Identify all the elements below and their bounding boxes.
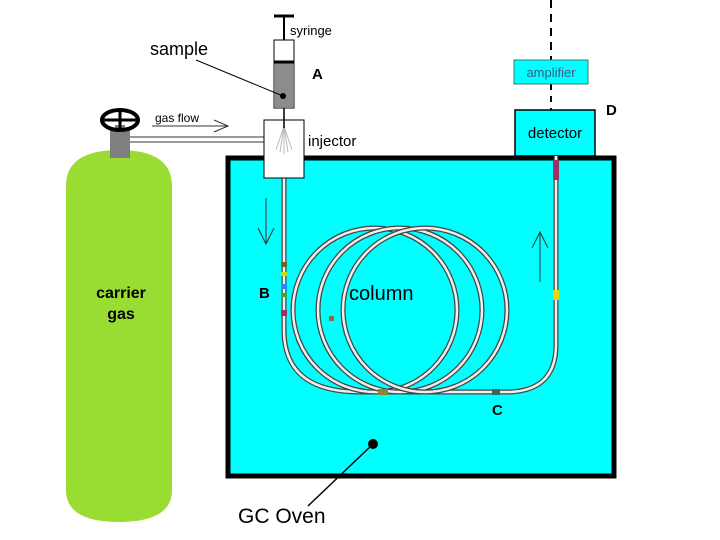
marker-c: C (492, 402, 503, 419)
column-coils (290, 225, 510, 395)
sample-label: sample (150, 39, 208, 59)
carrier-gas-label-line1: carrier (96, 285, 146, 302)
amplifier-box (513, 59, 589, 85)
gc-oven-label: GC Oven (238, 505, 326, 528)
syringe (273, 14, 295, 128)
gas-flow-label: gas flow (155, 111, 199, 125)
syringe-label: syringe (290, 23, 332, 38)
gas-flow-arrow-icon (152, 119, 230, 133)
valve-wheel-icon (100, 108, 140, 132)
analyte-bands (281, 160, 559, 395)
cylinder-neck (110, 130, 130, 158)
marker-b: B (259, 285, 270, 302)
up-arrow-icon (531, 230, 549, 282)
detector-box (514, 109, 596, 157)
sample-pointer (195, 59, 284, 97)
injector-label: injector (308, 133, 356, 150)
column-label: column (349, 283, 413, 305)
injector-spray (275, 125, 293, 154)
marker-d: D (606, 102, 617, 119)
oven-pointer (307, 443, 374, 507)
marker-a: A (312, 66, 323, 83)
down-arrow-icon (257, 198, 275, 246)
amplifier-label: amplifier (526, 65, 576, 80)
carrier-gas-cylinder (66, 150, 172, 522)
carrier-gas-label-line2: gas (107, 306, 135, 323)
detector-label: detector (528, 125, 582, 142)
